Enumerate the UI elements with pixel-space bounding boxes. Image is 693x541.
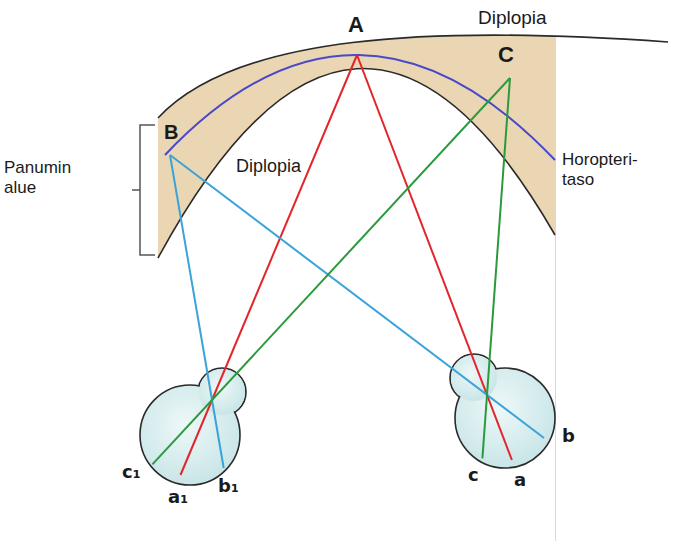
retina-point-label: b <box>562 426 575 447</box>
ray-a <box>181 55 358 475</box>
area-label: Panumin alue <box>4 158 71 197</box>
ray-b <box>170 155 224 468</box>
region-label: Diplopia <box>236 156 301 177</box>
horopter-line <box>165 55 555 160</box>
retina-point-label: c₁ <box>122 462 141 483</box>
point-label: C <box>498 42 514 67</box>
right-eye <box>450 354 555 468</box>
ray-c <box>482 78 510 458</box>
retina-point-label: a₁ <box>168 487 188 508</box>
region-label: Diplopia <box>478 7 547 29</box>
ray-a <box>357 55 512 460</box>
point-label: A <box>348 12 364 37</box>
point-label: B <box>164 121 178 144</box>
left-eye <box>140 368 246 485</box>
outer-limit <box>158 35 668 118</box>
ray-c <box>152 78 510 464</box>
retina-point-label: c <box>468 465 479 486</box>
retina-point-label: b₁ <box>218 476 239 497</box>
horopter-label: Horopteri- taso <box>562 150 638 189</box>
bracket <box>132 125 155 255</box>
inner-limit <box>158 69 555 258</box>
retina-point-label: a <box>514 470 526 491</box>
